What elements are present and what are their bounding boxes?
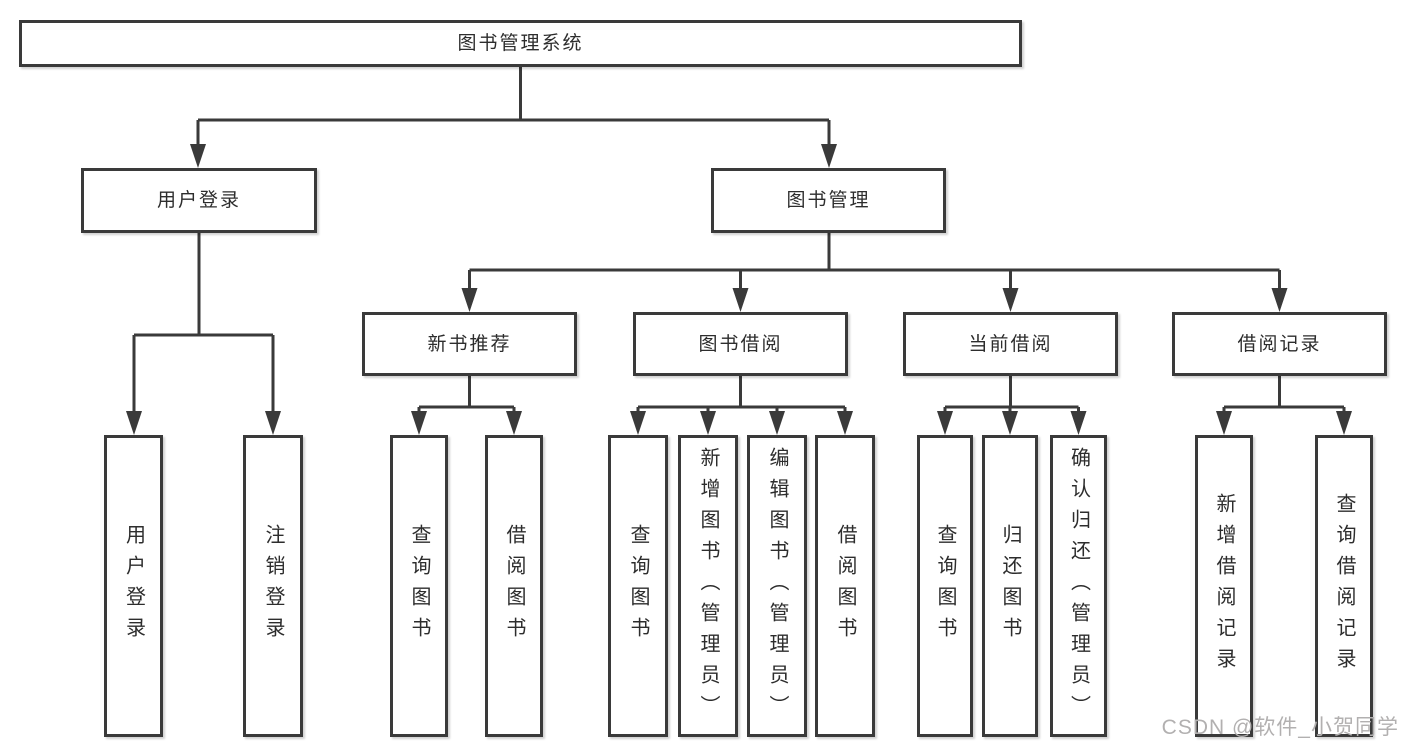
leaf-borrow-book: 借阅图书 [815,435,875,737]
leaf-logout: 注销登录 [243,435,303,737]
leaf-edit-book-admin: 编辑图书（管理员） [747,435,807,737]
node-book-borrow-label: 图书借阅 [698,333,783,355]
leaf-borrow-search-book-label: 查询图书 [627,524,649,648]
leaf-add-borrow-record-label: 新增借阅记录 [1213,493,1235,679]
node-new-book-recommend-label: 新书推荐 [427,333,512,355]
leaf-search-borrow-record: 查询借阅记录 [1315,435,1373,737]
leaf-recommend-borrow-book: 借阅图书 [485,435,543,737]
leaf-confirm-return-admin-label: 确认归还（管理员） [1067,446,1090,726]
leaf-borrow-book-label: 借阅图书 [834,524,856,648]
leaf-recommend-borrow-book-label: 借阅图书 [503,524,525,648]
leaf-search-borrow-record-label: 查询借阅记录 [1333,493,1355,679]
node-user-login-branch-label: 用户登录 [156,190,241,211]
leaf-current-search-book-label: 查询图书 [934,524,956,648]
leaf-add-book-admin-label: 新增图书（管理员） [697,446,719,726]
node-new-book-recommend: 新书推荐 [362,312,577,376]
leaf-user-login-label: 用户登录 [122,524,145,648]
node-current-borrow-label: 当前借阅 [968,333,1053,355]
node-root: 图书管理系统 [19,20,1022,67]
node-user-login-branch: 用户登录 [81,168,317,233]
csdn-watermark: CSDN @软件_小贺同学 [1161,716,1399,739]
node-borrow-records-label: 借阅记录 [1237,333,1322,355]
node-book-management-branch: 图书管理 [711,168,946,233]
leaf-add-borrow-record: 新增借阅记录 [1195,435,1253,737]
node-book-management-branch-label: 图书管理 [786,190,871,211]
leaf-user-login: 用户登录 [104,435,163,737]
node-book-borrow: 图书借阅 [633,312,848,376]
node-root-label: 图书管理系统 [457,33,584,54]
leaf-logout-label: 注销登录 [262,524,284,648]
node-current-borrow: 当前借阅 [903,312,1118,376]
leaf-confirm-return-admin: 确认归还（管理员） [1050,435,1107,737]
leaf-edit-book-admin-label: 编辑图书（管理员） [766,446,788,726]
leaf-recommend-search-book: 查询图书 [390,435,448,737]
leaf-borrow-search-book: 查询图书 [608,435,668,737]
leaf-add-book-admin: 新增图书（管理员） [678,435,738,737]
leaf-return-book-label: 归还图书 [999,524,1021,648]
node-borrow-records: 借阅记录 [1172,312,1387,376]
leaf-return-book: 归还图书 [982,435,1038,737]
leaf-recommend-search-book-label: 查询图书 [408,524,430,648]
leaf-current-search-book: 查询图书 [917,435,973,737]
